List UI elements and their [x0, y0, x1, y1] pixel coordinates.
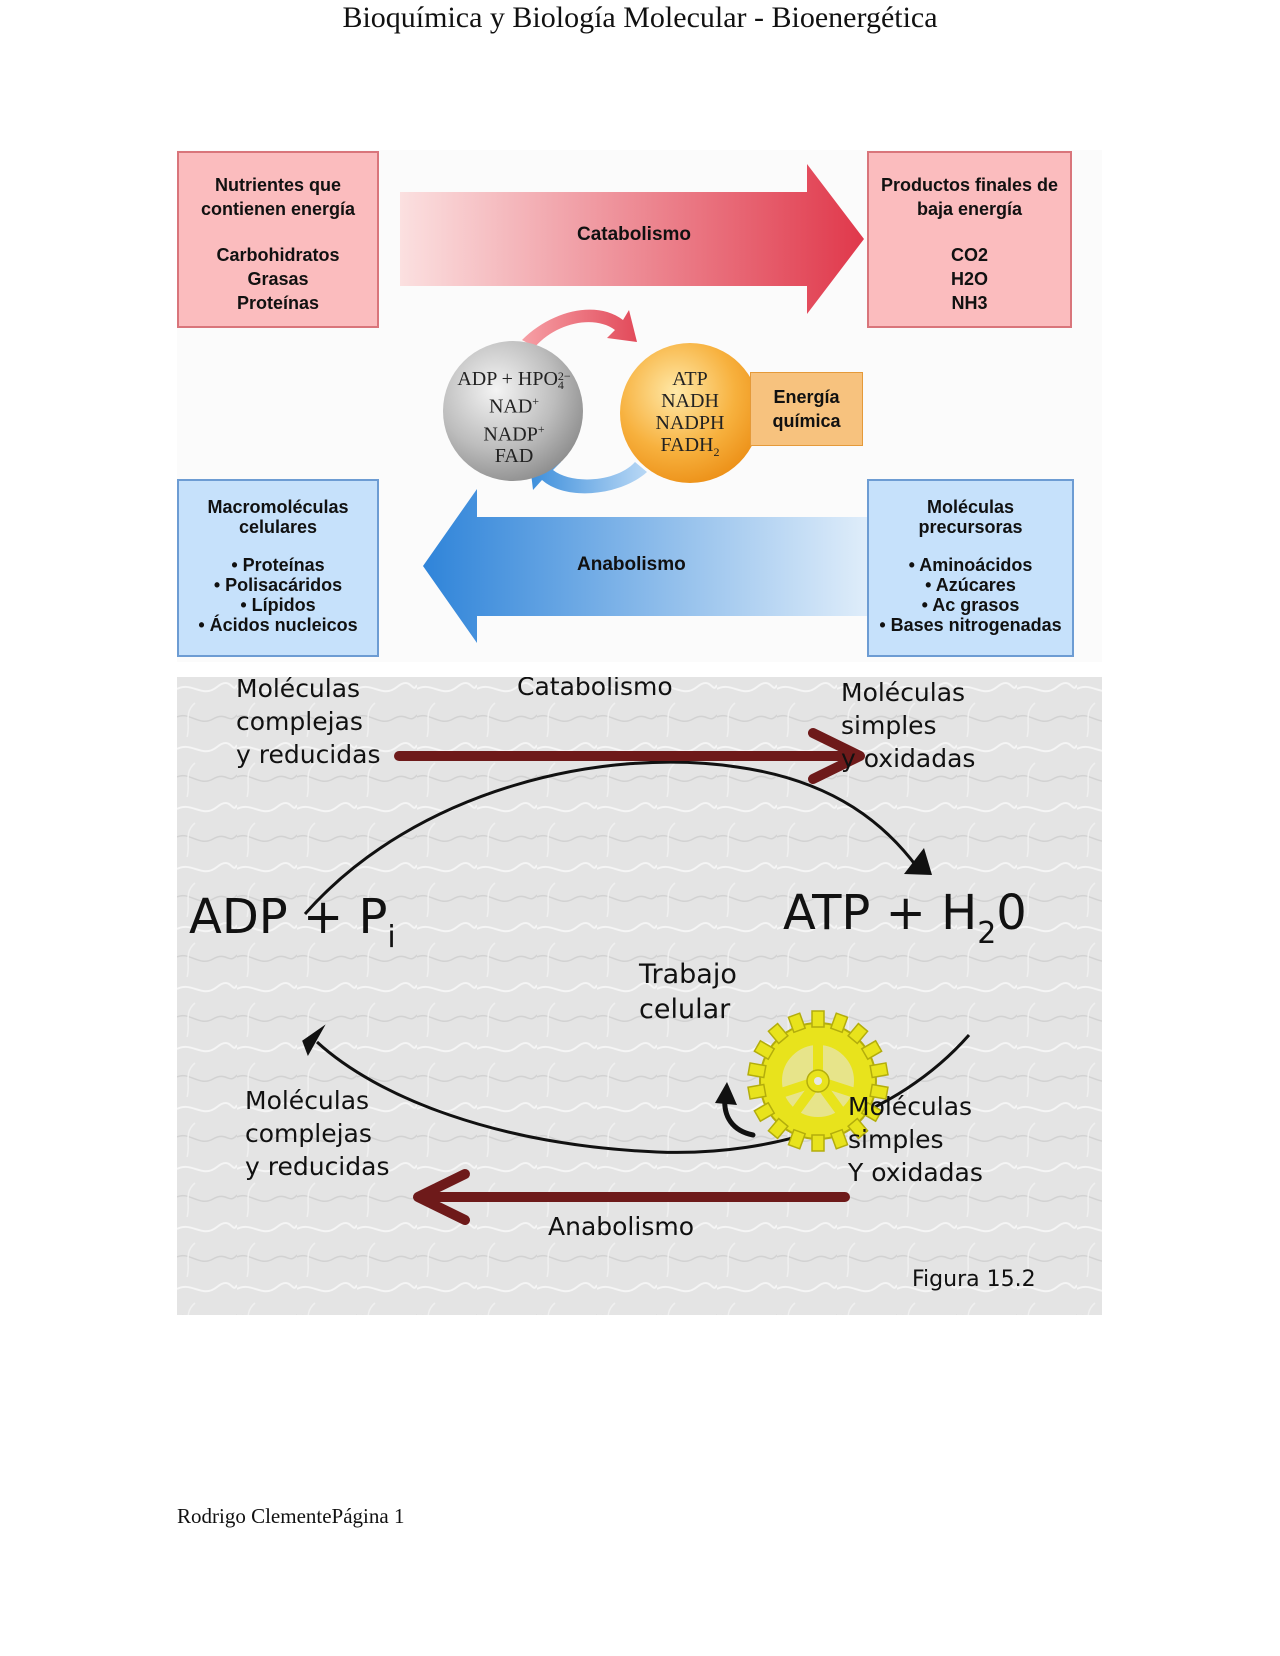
top-catabolism-label: Catabolismo [517, 677, 673, 701]
catabolism-label: Catabolismo [577, 224, 692, 245]
bottom-left-molecules: Moléculas complejas y reducidas [245, 1086, 390, 1181]
nutrients-box: Nutrientes que contienen energía Carbohi… [177, 151, 379, 328]
top-right-molecules: Moléculas simples y oxidadas [841, 678, 976, 773]
bottom-cycle-arc [315, 1034, 971, 1154]
atp-cycle-graphics [177, 677, 1102, 1315]
figure-caption: Figura 15.2 [912, 1267, 1036, 1292]
orange-circle [620, 343, 760, 483]
top-cycle-arc [303, 760, 919, 915]
top-arc-head [904, 848, 932, 875]
cellular-work-label: Trabajo celular [639, 959, 737, 1025]
chemical-energy-box: Energía química [750, 372, 863, 446]
cycle-arrow-bottom [529, 456, 647, 494]
top-left-molecules: Moléculas complejas y reducidas [236, 677, 381, 769]
bottom-arc-head [302, 1024, 326, 1056]
orange-circle-label: ATP NADH NADPH FADH2 [655, 368, 725, 459]
end-products-box: Productos finales de baja energía CO2 H2… [867, 151, 1072, 328]
atp-cycle-diagram: Moléculas complejas y reducidas Cataboli… [177, 677, 1102, 1315]
gray-circle [443, 341, 583, 481]
macromolecules-box: Macromoléculas celulares • Proteínas • P… [177, 479, 379, 657]
adp-pi-label: ADP + Pi [189, 889, 396, 955]
bottom-anabolism-label: Anabolismo [548, 1212, 694, 1241]
page-footer: Rodrigo ClementePágina 1 [177, 1504, 405, 1528]
marble-background [177, 677, 1102, 1315]
bottom-right-molecules: Moléculas simples Y oxidadas [848, 1092, 983, 1187]
anabolism-arrow [423, 489, 880, 643]
page-title: Bioquímica y Biología Molecular - Bioene… [342, 1, 938, 34]
precursors-box: Moléculas precursoras • Aminoácidos • Az… [867, 479, 1074, 657]
atp-h2o-label: ATP + H20 [783, 885, 1027, 951]
metabolism-diagram: Nutrientes que contienen energía Carbohi… [177, 150, 1102, 662]
catabolism-arrow [400, 164, 864, 314]
cycle-arrow-top [522, 309, 637, 347]
anabolism-label: Anabolismo [577, 554, 686, 575]
gear-icon [747, 1010, 889, 1152]
metabolism-diagram-graphics [400, 164, 880, 643]
